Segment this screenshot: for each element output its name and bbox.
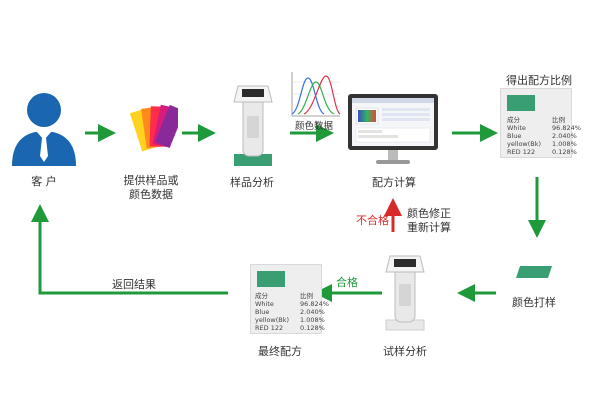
- get-ratio-label: 得出配方比例: [506, 74, 572, 87]
- row-component: White: [507, 124, 526, 132]
- row-component: White: [255, 300, 274, 308]
- table-header-ratio: 比例: [300, 292, 314, 300]
- row-component: RED 122: [507, 148, 536, 156]
- table-row: yellow(Bk) 1.008%: [255, 316, 332, 324]
- row-ratio: 0.128%: [552, 148, 577, 156]
- arrow-final-to-customer: [31, 204, 228, 295]
- provide-samples-label-2: 颜色数据: [129, 188, 173, 201]
- table-row: Blue 2.040%: [507, 132, 584, 140]
- formula-ratio-panel: 成分 比例 White 96.824% Blue 2.040% yellow(B…: [500, 88, 581, 158]
- final-formula-label: 最终配方: [258, 345, 302, 358]
- final-formula-swatch: [257, 271, 285, 287]
- color-proof-swatch-icon: [514, 264, 554, 280]
- formula-calc-label: 配方计算: [372, 176, 416, 189]
- sample-analysis-label: 样品分析: [230, 176, 274, 189]
- color-correct-label-1: 颜色修正: [407, 207, 451, 220]
- color-data-label: 颜色数据: [294, 121, 333, 132]
- formula-ratio-table: 成分 比例 White 96.824% Blue 2.040% yellow(B…: [507, 116, 584, 156]
- row-ratio: 1.008%: [300, 316, 325, 324]
- trial-analysis-label: 试样分析: [383, 345, 427, 358]
- color-correct-label-2: 重新计算: [407, 221, 451, 234]
- return-result-label: 返回结果: [112, 278, 156, 291]
- row-component: Blue: [255, 308, 270, 316]
- row-ratio: 1.008%: [552, 140, 577, 148]
- table-header-component: 成分: [255, 292, 268, 300]
- table-row: RED 122 0.128%: [507, 148, 584, 156]
- row-ratio: 96.824%: [552, 124, 581, 132]
- spectral-curve-icon: [288, 70, 342, 120]
- provide-samples-label-1: 提供样品或: [123, 174, 179, 187]
- unqualified-label: 不合格: [356, 214, 389, 227]
- color-proof-label: 颜色打样: [512, 296, 556, 309]
- row-ratio: 2.040%: [552, 132, 577, 140]
- table-row: White 96.824%: [507, 124, 584, 132]
- spectrophotometer-icon: [228, 80, 278, 170]
- table-row: yellow(Bk) 1.008%: [507, 140, 584, 148]
- table-row: Blue 2.040%: [255, 308, 332, 316]
- table-header-row: 成分 比例: [507, 116, 584, 124]
- row-component: yellow(Bk): [507, 140, 542, 148]
- row-ratio: 96.824%: [300, 300, 329, 308]
- qualified-label: 合格: [336, 276, 358, 289]
- formula-swatch: [507, 95, 535, 111]
- table-header-component: 成分: [507, 116, 520, 124]
- final-formula-panel: 成分 比例 White 96.824% Blue 2.040% yellow(B…: [250, 264, 329, 334]
- color-samples-icon: [122, 100, 178, 160]
- table-row: White 96.824%: [255, 300, 332, 308]
- table-header-row: 成分 比例: [255, 292, 332, 300]
- row-ratio: 0.128%: [300, 324, 325, 332]
- customer-avatar-icon: [8, 88, 80, 168]
- computer-monitor-icon: [346, 92, 440, 168]
- customer-label: 客 户: [31, 175, 57, 188]
- table-row: RED 122 0.128%: [255, 324, 332, 332]
- row-ratio: 2.040%: [300, 308, 325, 316]
- row-component: yellow(Bk): [255, 316, 290, 324]
- final-formula-table: 成分 比例 White 96.824% Blue 2.040% yellow(B…: [255, 292, 332, 332]
- row-component: Blue: [507, 132, 522, 140]
- row-component: RED 122: [255, 324, 284, 332]
- trial-spectrophotometer-icon: [380, 252, 430, 334]
- table-header-ratio: 比例: [552, 116, 566, 124]
